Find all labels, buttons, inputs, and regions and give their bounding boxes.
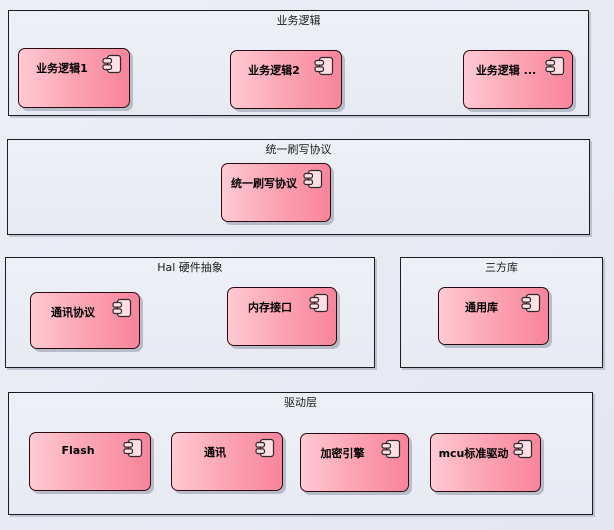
component-memory-interface[interactable]: 内存接口 [227,287,337,346]
component-business-logic-2[interactable]: 业务逻辑2 [230,50,342,109]
uml-component-icon [545,56,565,76]
component-comm-protocol[interactable]: 通讯协议 [30,292,140,349]
group-third-party-library[interactable]: 三方库 通用库 [400,257,603,368]
group-title: 驱动层 [284,396,317,409]
group-business-logic[interactable]: 业务逻辑 业务逻辑1 业务逻辑2 业务逻辑 ... [8,10,589,116]
component-business-logic-more[interactable]: 业务逻辑 ... [463,50,573,109]
uml-component-icon [309,293,329,313]
group-hal-hardware-abstraction[interactable]: Hal 硬件抽象 通讯协议 内存接口 [5,257,375,368]
uml-component-icon [513,439,533,459]
uml-component-icon [102,54,122,74]
uml-component-icon [381,439,401,459]
component-mcu-standard-driver[interactable]: mcu标准驱动 [430,433,541,492]
component-label: Flash [61,444,95,457]
uml-component-icon [255,438,275,458]
group-driver-layer[interactable]: 驱动层 Flash 通讯 加密引擎 [8,392,593,515]
component-common-library[interactable]: 通用库 [438,287,549,345]
component-crypto-engine[interactable]: 加密引擎 [300,433,409,492]
component-label: 加密引擎 [320,447,365,460]
group-title: 三方库 [485,261,518,274]
group-title: 统一刷写协议 [265,143,332,156]
component-label: 业务逻辑1 [36,62,88,75]
group-title: Hal 硬件抽象 [157,261,223,274]
group-title: 业务逻辑 [276,14,321,27]
component-label: mcu标准驱动 [438,447,509,460]
uml-component-icon [123,438,143,458]
component-label: 通讯协议 [51,306,95,319]
uml-component-icon [303,169,323,189]
component-label: 业务逻辑2 [248,64,300,77]
group-unified-flash-protocol[interactable]: 统一刷写协议 统一刷写协议 [7,139,590,235]
uml-component-icon [314,56,334,76]
component-comm[interactable]: 通讯 [171,432,283,491]
component-label: 业务逻辑 ... [475,64,537,77]
component-label: 通用库 [465,301,498,314]
component-label: 内存接口 [248,301,292,314]
uml-component-icon [112,298,132,318]
component-label: 统一刷写协议 [231,177,297,190]
component-flash[interactable]: Flash [29,432,151,491]
component-business-logic-1[interactable]: 业务逻辑1 [18,48,130,108]
uml-component-icon [521,293,541,313]
component-label: 通讯 [204,446,226,459]
component-unified-flash-protocol[interactable]: 统一刷写协议 [221,163,331,222]
